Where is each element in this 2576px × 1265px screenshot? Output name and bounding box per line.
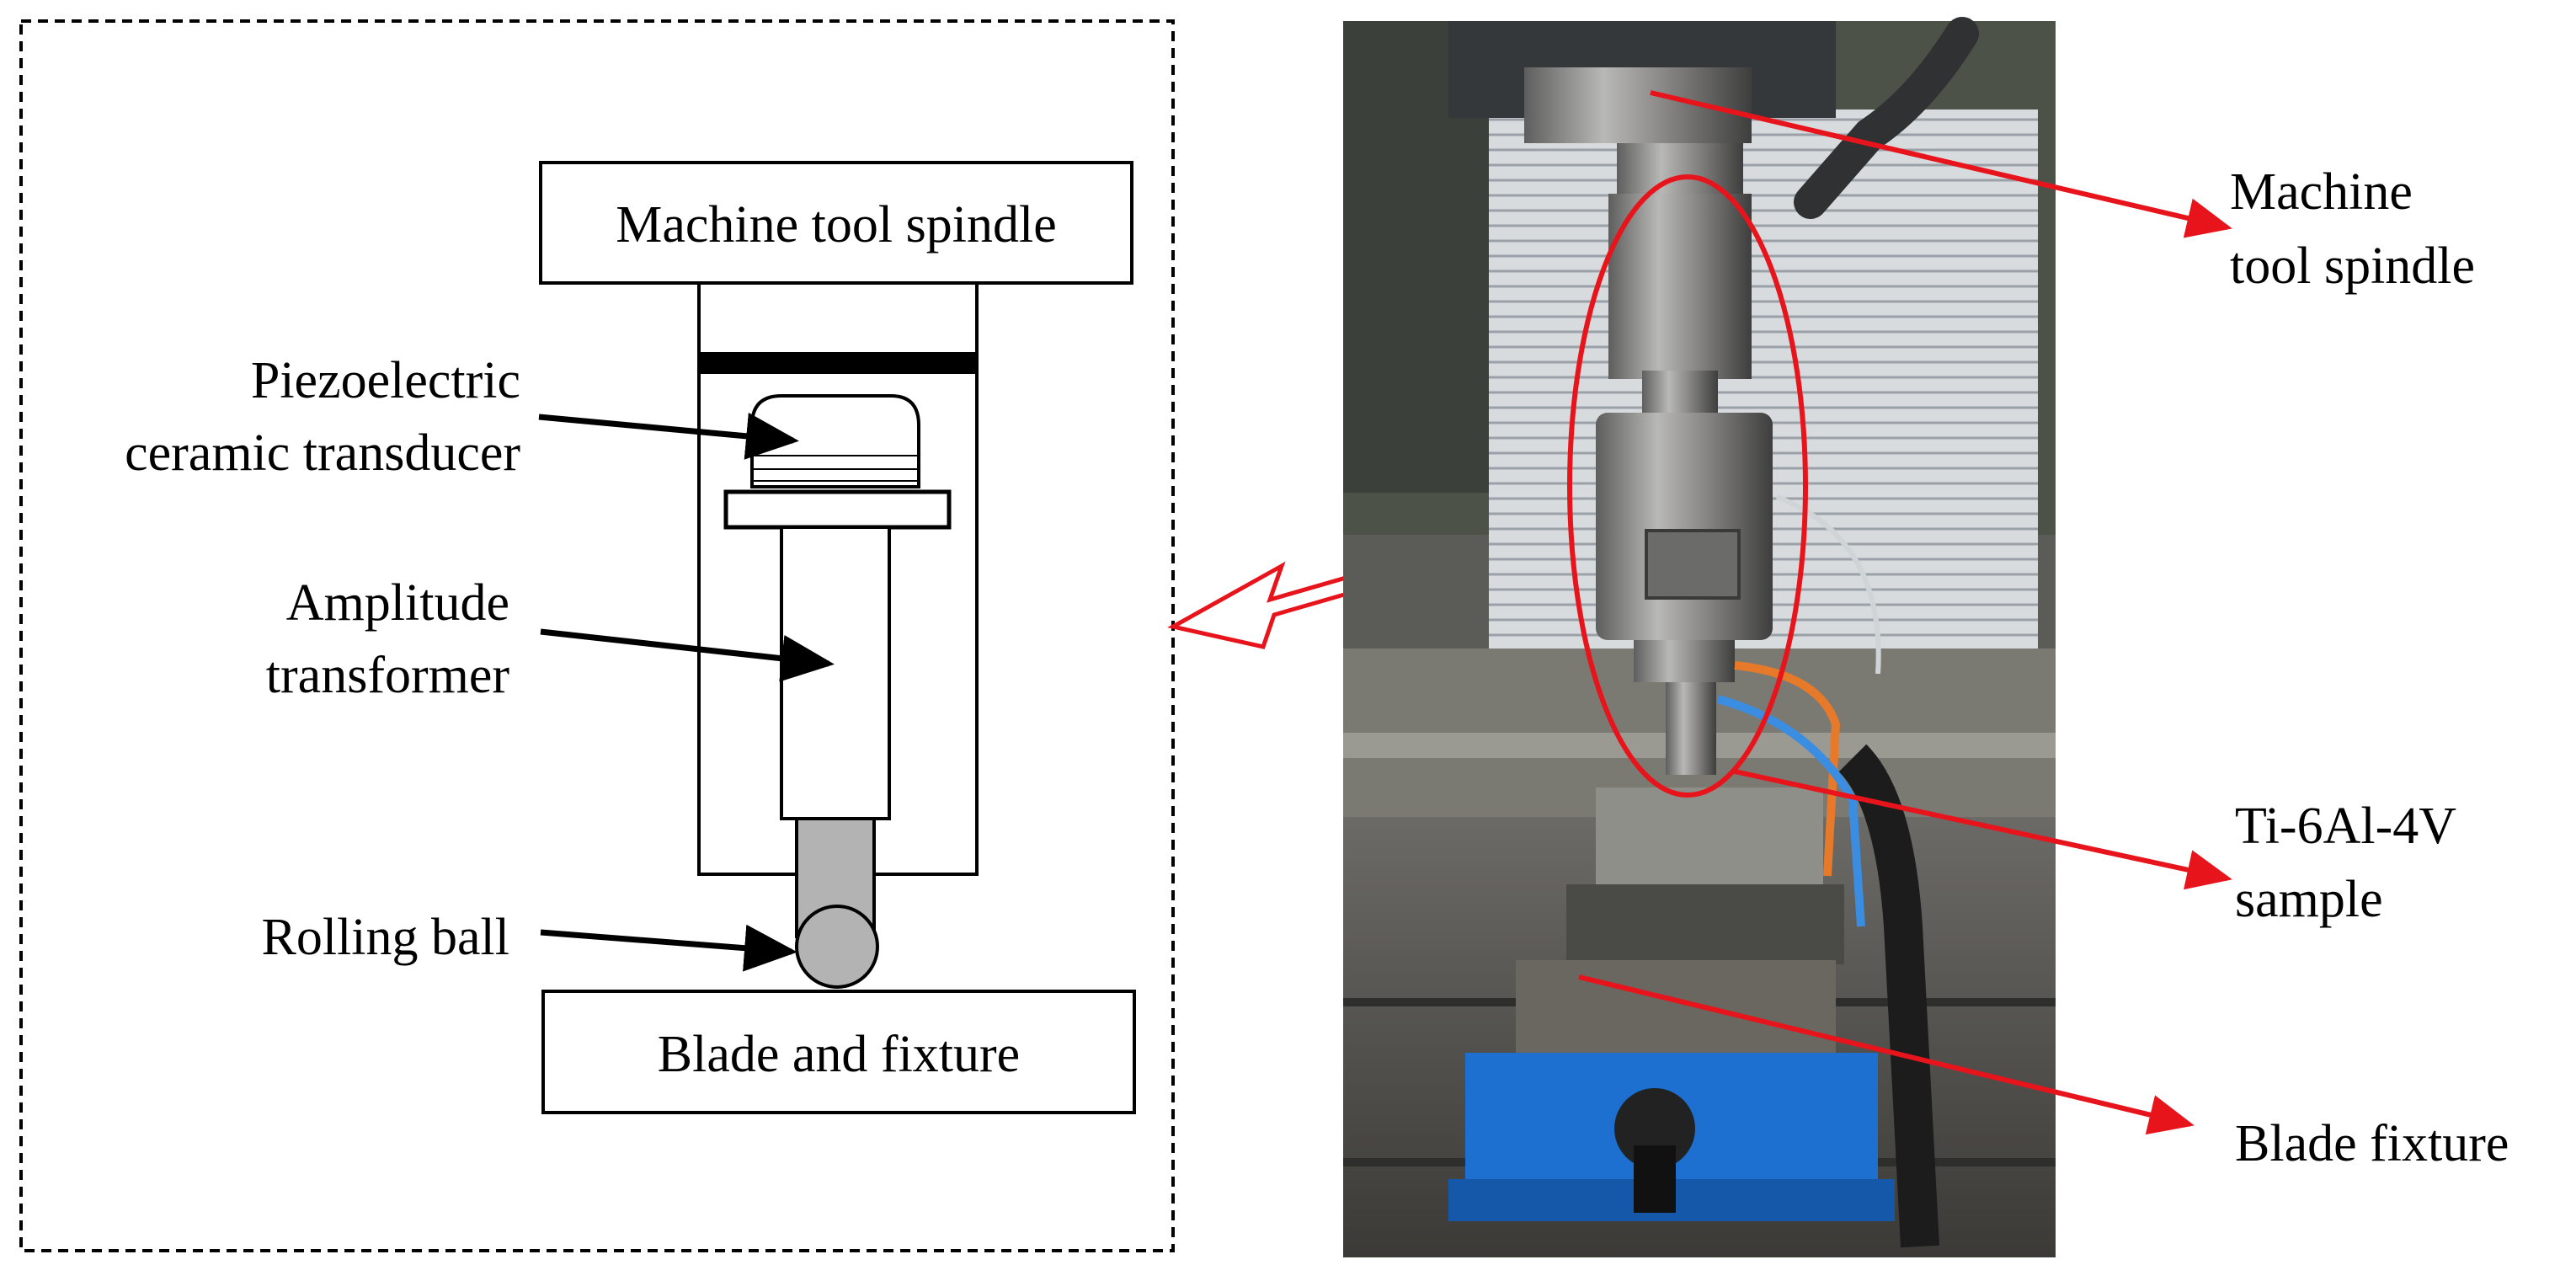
amplitude-label-line1: Amplitude: [286, 574, 509, 632]
amplitude-label-line2: transformer: [266, 647, 510, 704]
photo-fixture-callout: Blade fixture: [1578, 974, 2509, 1172]
svg-text:transformer: transformer: [266, 647, 510, 704]
photo-sample-label-line2: sample: [2235, 871, 2383, 928]
coolant-hose: [1794, 17, 1979, 219]
svg-text:Amplitude: Amplitude: [286, 574, 509, 632]
highlight-ellipse: [1567, 174, 1808, 798]
photo-sample-callout: Ti-6Al-4V sample: [1734, 769, 2456, 928]
photo-spindle-label-line1: Machine: [2230, 163, 2413, 221]
amplitude-callout: Amplitude transformer: [266, 574, 835, 704]
housing-band: [699, 352, 977, 374]
photo-fixture-label: Blade fixture: [2235, 1115, 2509, 1172]
vise-handle: [1634, 1145, 1676, 1213]
schematic-panel: Machine tool spindle Blade and fixture P…: [19, 19, 1175, 1252]
ball-tool: [1666, 682, 1716, 775]
photo-panel: Machine tool spindle Ti-6Al-4V sample Bl…: [1343, 17, 2509, 1257]
holder-body: [1608, 194, 1752, 379]
ball-callout: Rolling ball: [262, 909, 797, 972]
spindle-box-label: Machine tool spindle: [616, 196, 1056, 254]
horn-section: [1634, 640, 1735, 682]
svg-text:tool spindle: tool spindle: [2230, 238, 2475, 295]
fixture-box: Blade and fixture: [541, 990, 1136, 1114]
spindle-nose: [1524, 67, 1752, 143]
transducer-callout: Piezoelectric ceramic transducer: [125, 352, 799, 482]
transducer-housing: [1596, 413, 1773, 640]
vise-jaw: [1566, 884, 1844, 964]
photo-spindle-label-line2: tool spindle: [2230, 238, 2475, 295]
svg-text:Ti-6Al-4V: Ti-6Al-4V: [2235, 798, 2456, 855]
transducer-label-line1: Piezoelectric: [251, 352, 520, 409]
svg-text:Machine: Machine: [2230, 163, 2413, 221]
rolling-ball: [795, 905, 879, 989]
transducer-label-line2: ceramic transducer: [125, 424, 520, 482]
dashed-frame: [19, 19, 1175, 1252]
cable-blue: [1716, 695, 1865, 927]
ball-label: Rolling ball: [262, 909, 510, 966]
spindle-box: Machine tool spindle: [539, 161, 1133, 285]
photo-sample-label-line1: Ti-6Al-4V: [2235, 798, 2456, 855]
cable-orange: [1734, 661, 1841, 877]
fixture-box-label: Blade and fixture: [658, 1026, 1020, 1083]
svg-text:Piezoelectric: Piezoelectric: [251, 352, 520, 409]
svg-text:sample: sample: [2235, 871, 2383, 928]
amplitude-transformer: [780, 526, 891, 820]
transducer-flange: [723, 489, 952, 530]
conduit: [1838, 744, 1939, 1248]
sample-block: [1596, 787, 1823, 889]
holder-neck: [1642, 371, 1718, 413]
photo-spindle-callout: Machine tool spindle: [1650, 90, 2475, 295]
svg-text:ceramic transducer: ceramic transducer: [125, 424, 520, 482]
housing-clamp: [1645, 529, 1741, 600]
